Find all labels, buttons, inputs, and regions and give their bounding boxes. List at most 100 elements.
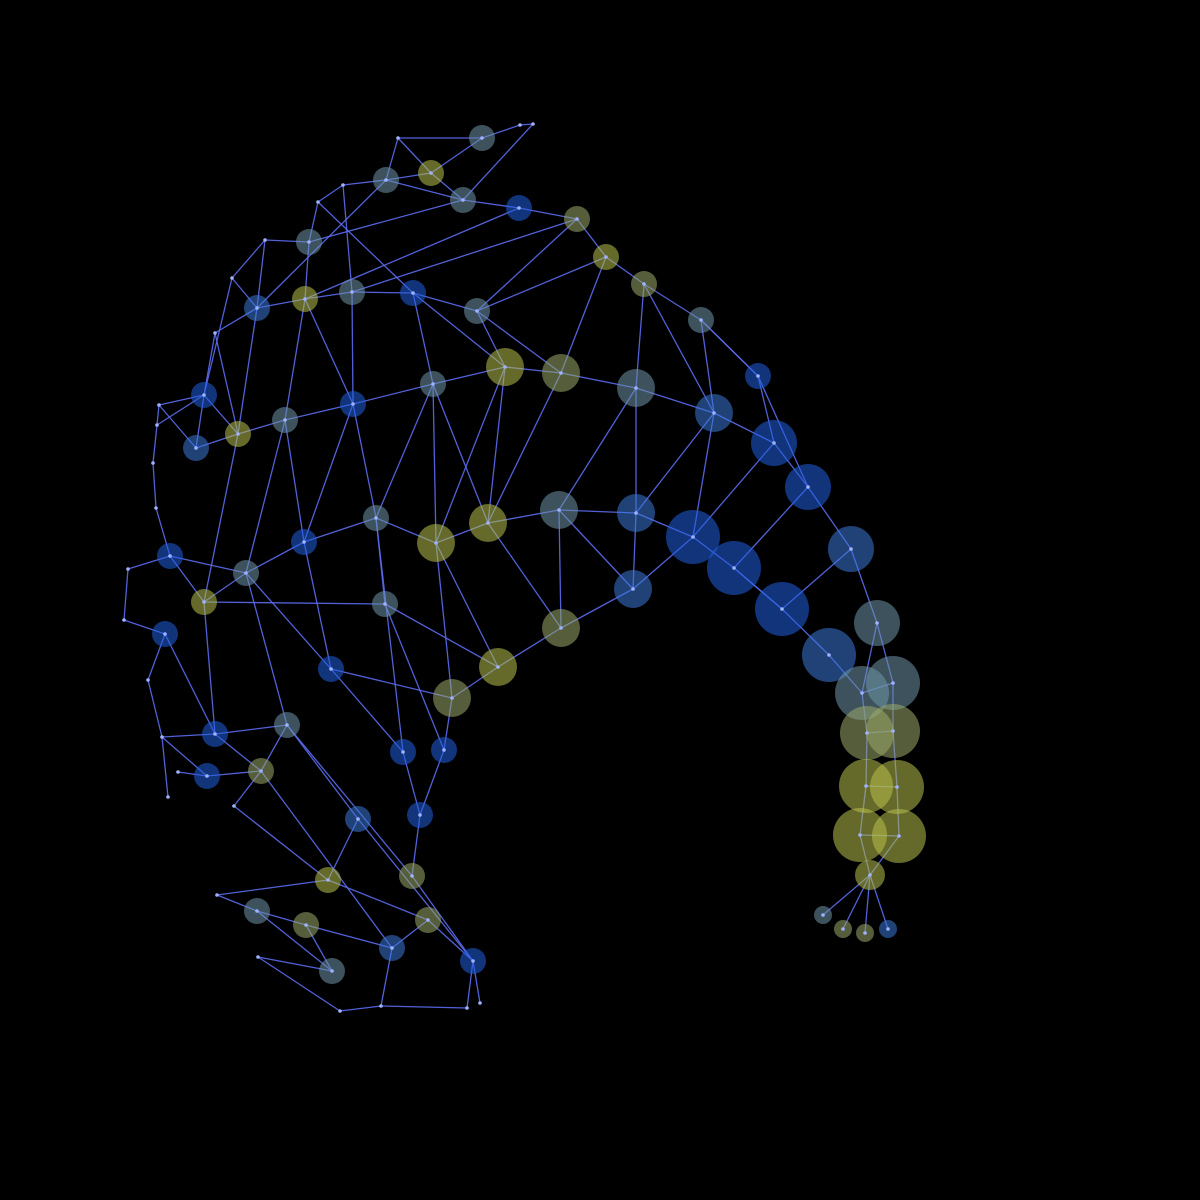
graph-node-center <box>259 769 263 773</box>
graph-edge <box>412 292 434 385</box>
graph-node-center <box>827 653 831 657</box>
graph-edge <box>245 572 332 670</box>
graph-node-center <box>255 909 259 913</box>
graph-edge <box>352 403 377 519</box>
graph-node-center <box>232 804 236 808</box>
graph-edge <box>384 603 445 751</box>
graph-node-center <box>465 1006 469 1010</box>
graph-edge <box>351 218 578 293</box>
graph-node-center <box>604 255 608 259</box>
graph-edge <box>161 736 169 798</box>
graph-node-center <box>202 393 206 397</box>
graph-edge <box>231 239 266 279</box>
graph-edge <box>303 541 332 670</box>
graph-edge <box>327 879 429 921</box>
graph-node-center <box>194 446 198 450</box>
graph-node-center <box>886 927 890 931</box>
graph-node-center <box>471 959 475 963</box>
graph-node-center <box>350 290 354 294</box>
graph-node-center <box>157 403 161 407</box>
graph-node-center <box>897 834 901 838</box>
graph-node-center <box>461 198 465 202</box>
graph-node-center <box>213 331 217 335</box>
graph-edge <box>203 277 233 396</box>
graph-node-center <box>780 607 784 611</box>
graph-node-center <box>517 206 521 210</box>
graph-node-center <box>865 731 869 735</box>
graph-node-center <box>160 735 164 739</box>
graph-node-center <box>434 541 438 545</box>
graph-node-center <box>429 171 433 175</box>
graph-edge <box>308 199 464 243</box>
graph-node-center <box>891 681 895 685</box>
graph-node-center <box>841 927 845 931</box>
graph-node-center <box>338 1009 342 1013</box>
graph-node-center <box>860 691 864 695</box>
graph-edge <box>203 601 216 735</box>
graph-edge <box>476 218 578 312</box>
graph-node-center <box>176 770 180 774</box>
graph-node-center <box>374 516 378 520</box>
graph-edge <box>558 387 637 511</box>
graph-node-center <box>255 306 259 310</box>
graph-node-center <box>868 873 872 877</box>
graph-node-center <box>478 1001 482 1005</box>
graph-node-center <box>351 402 355 406</box>
graph-edge <box>214 332 239 435</box>
graph-edge <box>487 522 562 629</box>
graph-node-center <box>772 441 776 445</box>
graph-edge <box>342 184 353 293</box>
graph-edge <box>284 298 306 421</box>
graph-node-center <box>503 365 507 369</box>
graph-edge <box>635 412 715 514</box>
graph-node-center <box>307 240 311 244</box>
graph-node-center <box>531 122 535 126</box>
graph-edge <box>330 668 453 699</box>
graph-edge <box>304 207 520 300</box>
graph-node-center <box>155 423 159 427</box>
graph-edge <box>304 298 354 405</box>
graph-edge <box>152 424 158 464</box>
graph-node-center <box>756 374 760 378</box>
graph-node-center <box>330 969 334 973</box>
graph-edge <box>203 601 386 605</box>
graph-node-center <box>486 521 490 525</box>
graph-node-center <box>450 696 454 700</box>
graph-edge <box>375 383 434 519</box>
graph-node-center <box>379 1004 383 1008</box>
graph-node-center <box>215 893 219 897</box>
graph-edge <box>487 372 562 524</box>
graph-edge <box>284 419 305 543</box>
graph-node-center <box>326 878 330 882</box>
graph-node-center <box>390 946 394 950</box>
graph-node-center <box>732 566 736 570</box>
graph-node-center <box>806 485 810 489</box>
graph-node-center <box>863 931 867 935</box>
graph-edge <box>237 307 258 435</box>
graph-node-center <box>356 817 360 821</box>
graph-edge <box>462 123 534 201</box>
graph-edge <box>487 366 506 524</box>
graph-edge <box>123 568 129 621</box>
graph-node-center <box>431 382 435 386</box>
graph-edge <box>260 770 393 949</box>
graph-edge <box>432 383 489 524</box>
graph-edge <box>216 879 329 896</box>
graph-edge <box>245 419 286 574</box>
graph-edge <box>643 283 715 414</box>
graph-edge <box>152 462 157 509</box>
graph-node-center <box>151 461 155 465</box>
graph-node-center <box>230 276 234 280</box>
graph-node-center <box>411 291 415 295</box>
graph-node-center <box>864 784 868 788</box>
graph-edge <box>375 517 404 753</box>
graph-node-center <box>166 795 170 799</box>
graph-node-center <box>858 833 862 837</box>
graph-node-center <box>163 632 167 636</box>
graph-node-center <box>518 123 522 127</box>
graph-edge <box>476 256 607 312</box>
graph-edge <box>286 724 413 877</box>
graph-edge <box>435 366 506 544</box>
graph-edge <box>256 910 333 972</box>
graph-node-center <box>559 626 563 630</box>
